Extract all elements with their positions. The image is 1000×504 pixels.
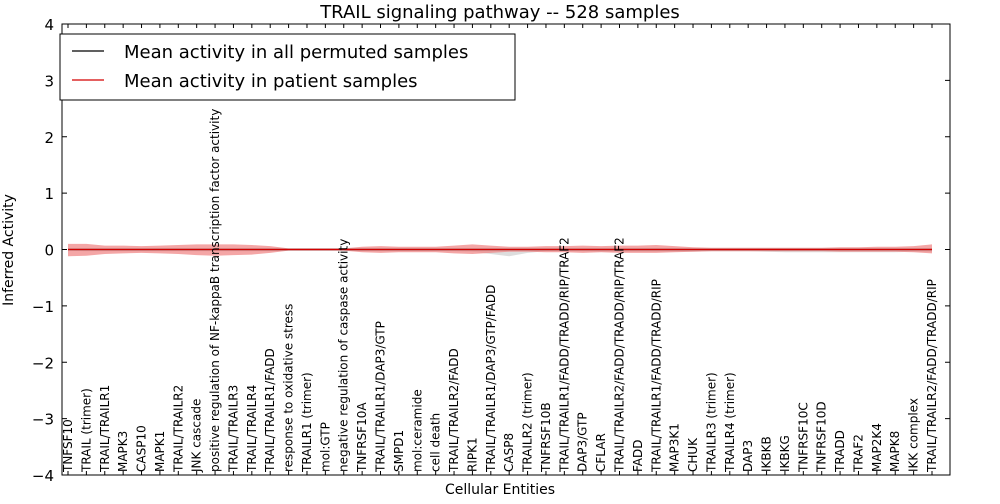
x-axis-label: Cellular Entities: [445, 482, 555, 498]
legend-label-patient: Mean activity in patient samples: [124, 71, 418, 92]
x-tick-label: TRAIL/TRAILR2/FADD/TRADD/RIP/TRAF2: [613, 237, 627, 473]
x-tick-label: MAP2K4: [870, 423, 884, 472]
y-tick-label: 4: [44, 16, 54, 34]
y-tick-label: −1: [32, 298, 54, 316]
x-tick-label: CASP10: [135, 425, 149, 472]
x-tick-label: TRAIL/TRAILR1/DAP3/GTP: [374, 321, 388, 473]
x-tick-label: TRAIL/TRAILR1/FADD/TRADD/RIP: [649, 279, 663, 473]
x-tick-label: TRAIL/TRAILR1: [98, 385, 112, 473]
x-tick-label: TNFRSF10C: [796, 402, 810, 473]
y-tick-label: −2: [32, 354, 54, 372]
x-tick-label: IKK complex: [907, 398, 921, 472]
x-tick-label: TNFSF10: [61, 419, 75, 473]
x-tick-label: TRADD: [833, 430, 847, 473]
x-tick-label: TRAIL/TRAILR2: [171, 385, 185, 473]
legend: Mean activity in all permuted samples Me…: [59, 33, 516, 101]
x-tick-label: TNFRSF10B: [539, 402, 553, 473]
x-tick-label: RIPK1: [465, 437, 479, 472]
x-tick-label: MAPK3: [116, 431, 130, 472]
x-tick-label: IKBKG: [778, 435, 792, 472]
x-tick-label: TRAILR2 (trimer): [521, 372, 535, 473]
x-tick-label: response to oxidative stress: [282, 304, 296, 472]
x-tick-label: TRAIL/TRAILR1/FADD: [263, 348, 277, 473]
legend-label-permuted: Mean activity in all permuted samples: [124, 42, 468, 63]
x-tick-label: negative regulation of caspase activity: [337, 239, 351, 472]
x-tick-label: TRAIL/TRAILR2/FADD/TRADD/RIP: [925, 279, 939, 473]
x-tick-label: SMPD1: [392, 430, 406, 472]
x-tick-label: TRAILR4 (trimer): [723, 372, 737, 473]
x-tick-label: TRAIL/TRAILR1/DAP3/GTP/FADD: [484, 285, 498, 473]
x-tick-label: TRAILR1 (trimer): [300, 372, 314, 473]
x-tick-label: CFLAR: [594, 433, 608, 472]
x-tick-label: mol:ceramide: [410, 389, 424, 472]
x-tick-label: mol:GTP: [318, 422, 332, 472]
x-tick-label: positive regulation of NF-kappaB transcr…: [208, 109, 222, 472]
x-tick-label: DAP3: [741, 440, 755, 472]
x-tick-label: TNFRSF10A: [355, 402, 369, 473]
y-tick-label: 1: [44, 185, 54, 203]
y-tick-label: 0: [44, 242, 54, 260]
legend-box: [59, 33, 516, 101]
x-tick-label: cell death: [429, 413, 443, 472]
x-tick-label: MAP3K1: [668, 423, 682, 472]
x-tick-label: DAP3/GTP: [576, 412, 590, 472]
x-tick-label: TRAF2: [852, 434, 866, 473]
x-tick-label: TRAIL/TRAILR4: [245, 385, 259, 473]
x-tick-label: TRAIL/TRAILR3: [226, 385, 240, 473]
y-tick-label: −3: [32, 411, 54, 429]
x-tick-label: CHUK: [686, 437, 700, 472]
x-tick-label: TNFRSF10D: [815, 401, 829, 473]
x-tick-label: MAPK1: [153, 431, 167, 472]
y-axis: 4 3 2 1 0 −1 −2 −3 −4: [32, 16, 950, 485]
chart-title: TRAIL signaling pathway -- 528 samples: [319, 2, 680, 23]
y-tick-label: 2: [44, 129, 54, 147]
y-tick-label: 3: [44, 72, 54, 90]
x-tick-label: TRAILR3 (trimer): [704, 372, 718, 473]
x-tick-label: CASP8: [502, 433, 516, 472]
y-axis-label: Inferred Activity: [1, 194, 17, 306]
x-tick-label: TRAIL/TRAILR2/FADD: [447, 348, 461, 473]
x-tick-label: TRAIL/TRAILR1/FADD/TRADD/RIP/TRAF2: [557, 237, 571, 473]
x-tick-label: FADD: [631, 440, 645, 473]
x-tick-label: TRAIL (trimer): [79, 388, 93, 473]
x-tick-label: IKBKB: [760, 436, 774, 472]
x-tick-label: MAPK8: [888, 431, 902, 472]
y-tick-label: −4: [32, 467, 54, 485]
x-tick-label: JNK cascade: [190, 399, 204, 473]
